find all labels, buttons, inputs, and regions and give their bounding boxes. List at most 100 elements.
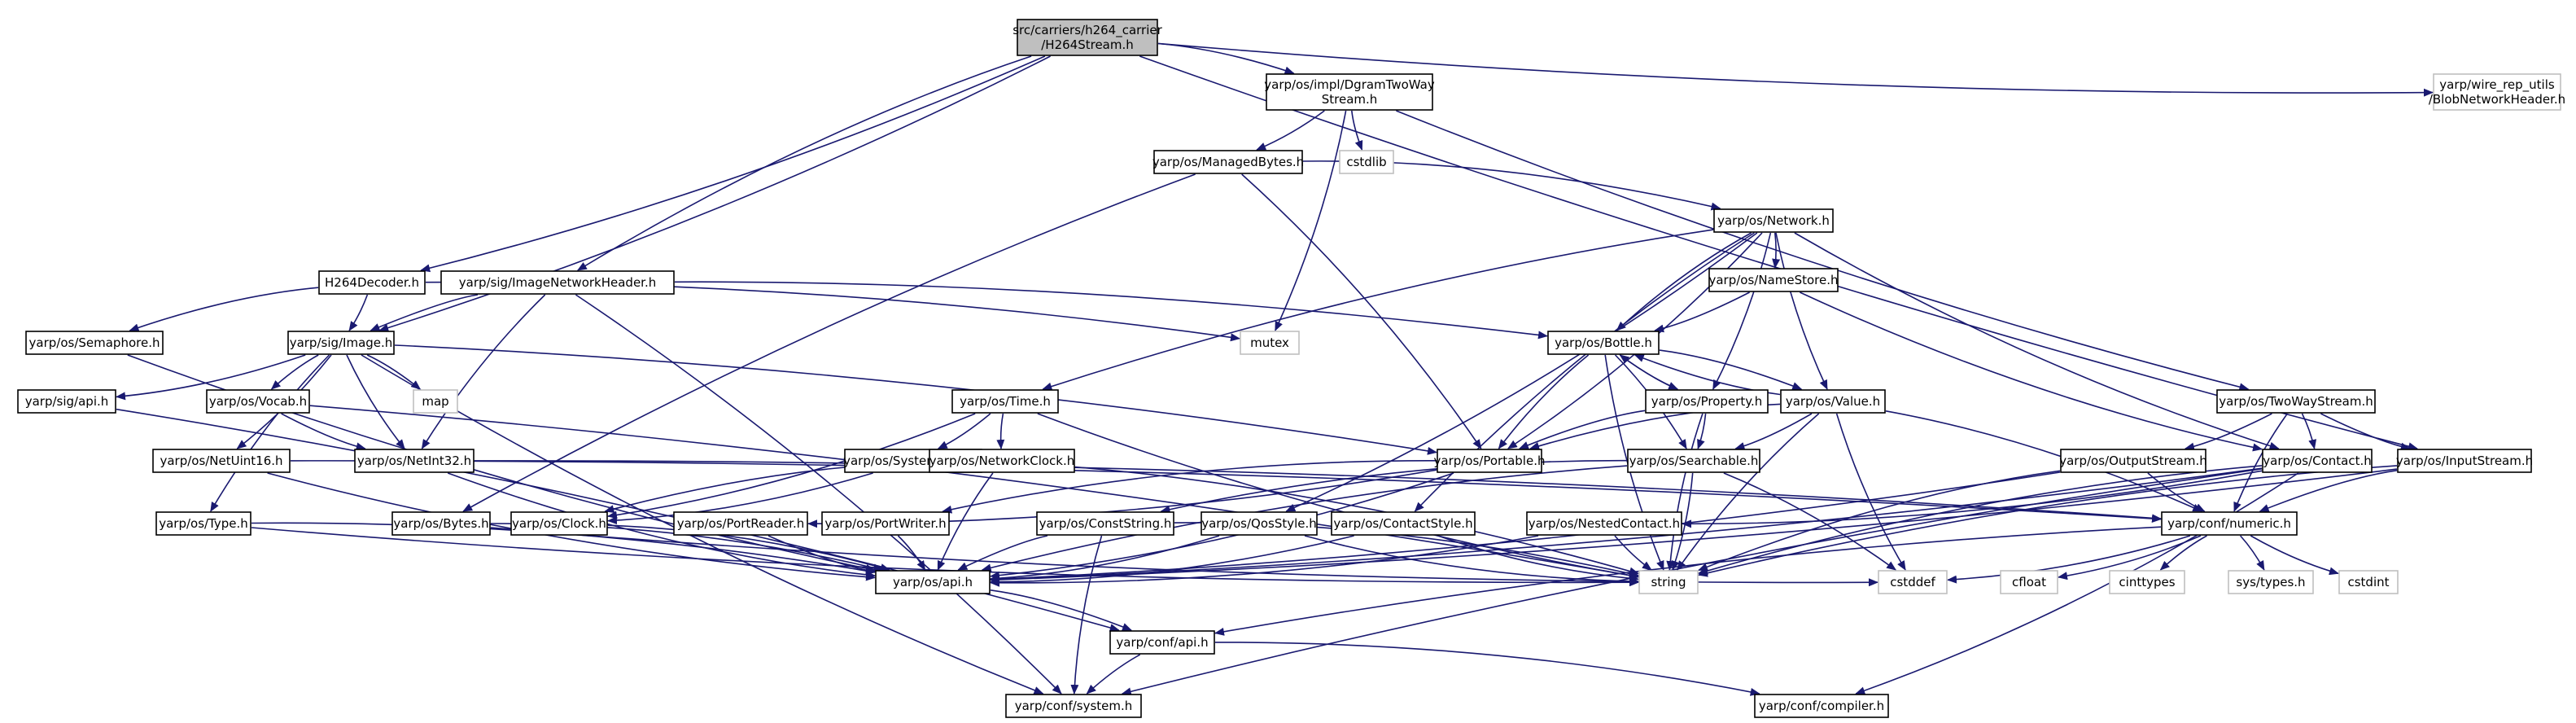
node-twoway[interactable]: yarp/os/TwoWayStream.h	[2216, 389, 2376, 414]
node-box	[1547, 331, 1660, 355]
node-box	[152, 449, 291, 473]
node-root[interactable]: src/carriers/h264_carrier/H264Stream.h	[1012, 19, 1163, 56]
node-box	[2109, 570, 2185, 594]
node-vocab[interactable]: yarp/os/Vocab.h	[206, 389, 310, 414]
node-box	[287, 331, 395, 355]
node-nestedcontact[interactable]: yarp/os/NestedContact.h	[1526, 511, 1682, 536]
edge-qosstyle-to-osapi	[990, 535, 1220, 583]
node-box	[1437, 449, 1542, 473]
node-box	[1780, 389, 1886, 414]
node-netuint16[interactable]: yarp/os/NetUint16.h	[152, 449, 291, 473]
node-box	[440, 270, 675, 295]
edge-outstream-to-osapi	[990, 471, 2061, 584]
node-bytes[interactable]: yarp/os/Bytes.h	[391, 511, 491, 536]
node-qosstyle[interactable]: yarp/os/QosStyle.h	[1201, 511, 1318, 536]
node-label: yarp/os/Value.h	[1786, 394, 1880, 409]
edge-imgnet-to-bottle	[674, 281, 1548, 340]
node-box	[25, 331, 164, 355]
edge-outstream-to-string	[1698, 470, 2061, 572]
node-box	[1708, 268, 1839, 292]
node-box	[1645, 389, 1769, 414]
node-label: yarp/os/ManagedBytes.h	[1152, 155, 1304, 169]
node-box	[1109, 630, 1215, 655]
edge-imgnet-to-image	[370, 294, 479, 331]
nodes-layer: src/carriers/h264_carrier/H264Stream.hya…	[17, 19, 2565, 718]
node-confapi[interactable]: yarp/conf/api.h	[1109, 630, 1215, 655]
node-instream[interactable]: yarp/os/InputStream.h	[2396, 449, 2533, 473]
edge-twoway-to-instream	[2320, 413, 2411, 451]
edge-vocab-to-string	[309, 405, 1639, 580]
node-netint32[interactable]: yarp/os/NetInt32.h	[354, 449, 475, 473]
edge-managed-to-portable	[1241, 173, 1482, 449]
node-portwriter[interactable]: yarp/os/PortWriter.h	[821, 511, 950, 536]
node-label: /BlobNetworkHeader.h	[2429, 92, 2565, 107]
edge-numeric-to-cfloat	[2058, 535, 2202, 581]
node-box	[1201, 511, 1318, 536]
node-label: Stream.h	[1322, 92, 1378, 107]
edge-netclock-to-string	[1074, 466, 1639, 576]
edge-property-to-portable	[1518, 410, 1646, 449]
node-contact[interactable]: yarp/os/Contact.h	[2262, 449, 2373, 473]
node-box	[673, 511, 808, 536]
edge-contactstyle-to-osapi	[990, 535, 1354, 586]
node-property[interactable]: yarp/os/Property.h	[1645, 389, 1769, 414]
node-label: yarp/sig/Image.h	[290, 335, 393, 350]
node-outstream[interactable]: yarp/os/OutputStream.h	[2059, 449, 2207, 473]
edge-namestore-to-contact	[1800, 291, 2263, 452]
edge-confapi-to-system	[1086, 654, 1141, 695]
edge-h264dec-to-image	[348, 294, 369, 331]
node-box	[1017, 19, 1158, 56]
node-portreader[interactable]: yarp/os/PortReader.h	[673, 511, 808, 536]
node-box	[875, 570, 991, 594]
node-box	[2216, 389, 2376, 414]
node-time[interactable]: yarp/os/Time.h	[951, 389, 1059, 414]
node-osapi[interactable]: yarp/os/api.h	[875, 570, 991, 594]
edge-numeric-to-cstdint	[2250, 535, 2339, 576]
node-numeric[interactable]: yarp/conf/numeric.h	[2161, 511, 2298, 536]
edge-searchable-to-conststring	[1160, 459, 1628, 514]
node-namestore[interactable]: yarp/os/NameStore.h	[1708, 268, 1839, 292]
node-network[interactable]: yarp/os/Network.h	[1713, 208, 1834, 233]
edge-root-to-wirerep	[1157, 42, 2434, 97]
edge-twoway-to-contact	[2301, 413, 2317, 449]
node-managed[interactable]: yarp/os/ManagedBytes.h	[1152, 150, 1304, 174]
node-searchable[interactable]: yarp/os/Searchable.h	[1627, 449, 1760, 473]
node-type[interactable]: yarp/os/Type.h	[155, 511, 251, 536]
node-label: sys/types.h	[2236, 575, 2305, 589]
node-portable[interactable]: yarp/os/Portable.h	[1434, 449, 1546, 473]
edge-property-to-bottle	[1619, 354, 1678, 390]
edge-image-to-portable	[394, 344, 1437, 455]
edge-root-to-dgram	[1157, 42, 1295, 75]
node-box	[1713, 208, 1834, 233]
node-compiler[interactable]: yarp/conf/compiler.h	[1754, 694, 1889, 718]
node-label: yarp/os/NetInt32.h	[357, 454, 471, 468]
node-netclock[interactable]: yarp/os/NetworkClock.h	[929, 449, 1075, 473]
node-label: yarp/sig/ImageNetworkHeader.h	[459, 275, 657, 290]
node-image[interactable]: yarp/sig/Image.h	[287, 331, 395, 355]
node-bottle[interactable]: yarp/os/Bottle.h	[1547, 331, 1660, 355]
edge-dgram-to-cstdlib	[1351, 110, 1363, 151]
node-label: yarp/os/ContactStyle.h	[1333, 516, 1472, 531]
node-clock[interactable]: yarp/os/Clock.h	[510, 511, 608, 536]
node-conststring[interactable]: yarp/os/ConstString.h	[1036, 511, 1174, 536]
node-h264dec[interactable]: H264Decoder.h	[318, 270, 426, 295]
node-label: yarp/os/Type.h	[159, 516, 248, 531]
edge-dgram-to-mutex	[1275, 110, 1347, 331]
edge-managed-to-bytes	[462, 173, 1196, 512]
node-cstdint: cstdint	[2338, 570, 2399, 594]
node-semaphore[interactable]: yarp/os/Semaphore.h	[25, 331, 164, 355]
node-sigapi[interactable]: yarp/sig/api.h	[17, 389, 116, 414]
edge-image-to-sigapi	[116, 354, 306, 401]
node-box	[1526, 511, 1682, 536]
node-label: yarp/os/NetUint16.h	[160, 454, 282, 468]
node-box	[1339, 150, 1394, 174]
node-label: string	[1651, 575, 1686, 589]
edge-network-to-time	[1042, 229, 1714, 391]
node-system[interactable]: yarp/conf/system.h	[1005, 694, 1142, 718]
node-imgnet[interactable]: yarp/sig/ImageNetworkHeader.h	[440, 270, 675, 295]
node-contactstyle[interactable]: yarp/os/ContactStyle.h	[1331, 511, 1476, 536]
node-box	[951, 389, 1059, 414]
node-value[interactable]: yarp/os/Value.h	[1780, 389, 1886, 414]
